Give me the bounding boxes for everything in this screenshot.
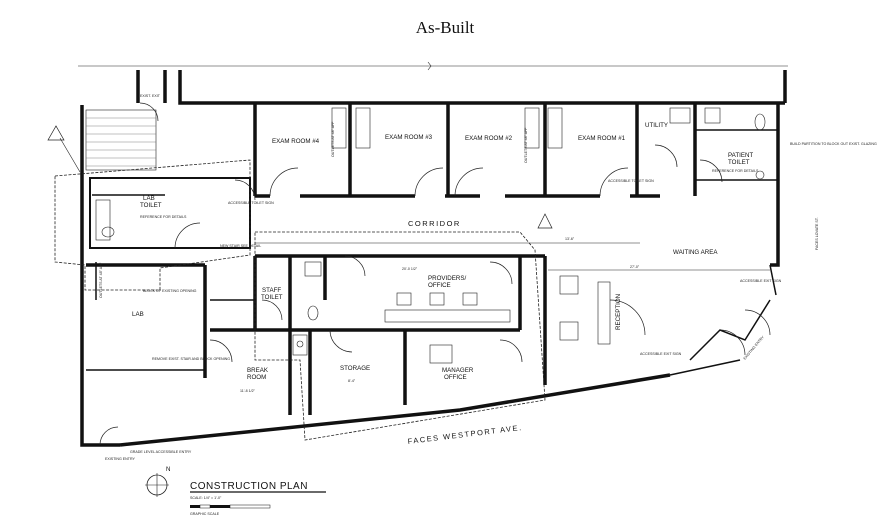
room-providers-line1: PROVIDERS/ (428, 275, 466, 282)
dimension-13-6: 13'-6" (565, 237, 575, 241)
room-lab-toilet-line2: TOILET (140, 202, 162, 209)
room-break-line1: BREAK (247, 367, 269, 374)
dimension-11-8: 11'-8 1/2" (240, 389, 256, 393)
build-partition-note: BUILD PARTITION TO BLOCK OUT EXIST. GLAZ… (790, 142, 877, 146)
page-title: As-Built (415, 18, 475, 37)
new-stair-note: NEW STAIR SEE DETAIL (220, 244, 261, 248)
outlets-note-3: OUTLETS AT 48" AFF (99, 262, 103, 298)
reference-note-right: REFERENCE FOR DETAILS (712, 169, 759, 173)
corridor-label: CORRIDOR (408, 219, 461, 228)
room-staff-toilet-line2: TOILET (261, 294, 283, 301)
exterior-walls (80, 70, 787, 447)
room-lab: LAB (132, 311, 144, 318)
street-label-lovate: FACES LOVATE ST. (815, 217, 819, 250)
outlets-note-1: OUTLETS AT 48" AFF (331, 121, 335, 157)
street-label-westport: FACES WESTPORT AVE. (407, 423, 523, 446)
existing-entry-left: EXISTING ENTRY (105, 457, 135, 461)
north-label: N (166, 466, 170, 473)
bottom-left-entry (99, 426, 119, 446)
revision-cloud-middle (254, 231, 546, 441)
room-storage: STORAGE (340, 365, 370, 372)
plan-scale: SCALE: 1/4" = 1'-0" (190, 496, 222, 500)
reference-note-lab: REFERENCE FOR DETAILS (140, 215, 187, 219)
revision-tag-left (47, 125, 81, 173)
room-exam-4: EXAM ROOM #4 (272, 138, 320, 145)
revision-tag-mid (537, 213, 553, 229)
room-patient-toilet-line2: TOILET (728, 159, 750, 166)
room-exam-2: EXAM ROOM #2 (465, 135, 513, 142)
room-lab-toilet-line1: LAB (143, 195, 155, 202)
room-patient-toilet-line1: PATIENT (728, 152, 753, 159)
room-exam-1: EXAM ROOM #1 (578, 135, 626, 142)
dimension-8-4: 8'-4" (348, 379, 356, 383)
right-entry (689, 299, 771, 361)
dimension-20-0: 20'-0 1/2" (402, 267, 418, 271)
room-waiting-area: WAITING AREA (673, 249, 718, 256)
room-manager-line1: MANAGER (442, 367, 474, 374)
room-exam-3: EXAM ROOM #3 (385, 134, 433, 141)
room-providers-line2: OFFICE (428, 282, 451, 289)
lab-toilet-walls (89, 177, 256, 249)
accessible-exit-note-1: ACCESSIBLE EXIT SIGN (740, 279, 782, 283)
accessible-exit-note-2: ACCESSIBLE EXIT SIGN (640, 352, 682, 356)
remove-stair-note: REMOVE EXIST. STAIR AND BLOCK OPENING (152, 357, 230, 361)
dimension-27-0: 27'-0" (630, 265, 640, 269)
lab-walls (86, 262, 207, 378)
room-reception: RECEPTION (615, 294, 622, 330)
block-up-note: BLOCK UP EXISTING OPENING (143, 289, 197, 293)
north-arrow (145, 473, 169, 497)
room-staff-toilet-line1: STAFF (262, 287, 281, 294)
room-break-line2: ROOM (247, 374, 266, 381)
revision-cloud-lab (54, 159, 251, 291)
accessible-sign-note-lab: ACCESSIBLE TOILET SIGN (228, 201, 274, 205)
property-line-break (427, 61, 432, 71)
outlets-note-2: OUTLETS AT 48" AFF (524, 127, 528, 163)
exist-exit-note: EXIST. EXIT (140, 94, 161, 98)
existing-stair (85, 102, 159, 171)
grade-level-note: GRADE LEVEL ACCESSIBLE ENTRY (130, 450, 192, 454)
graphic-scale-label: GRAPHIC SCALE (190, 512, 220, 516)
plan-title: CONSTRUCTION PLAN (190, 481, 308, 492)
exam-rooms-walls (253, 103, 778, 198)
room-manager-line2: OFFICE (444, 374, 467, 381)
accessible-sign-note-right: ACCESSIBLE TOILET SIGN (608, 179, 654, 183)
middle-rooms-walls (209, 254, 646, 415)
graphic-scale-bar (190, 504, 271, 509)
room-utility: UTILITY (645, 122, 668, 129)
